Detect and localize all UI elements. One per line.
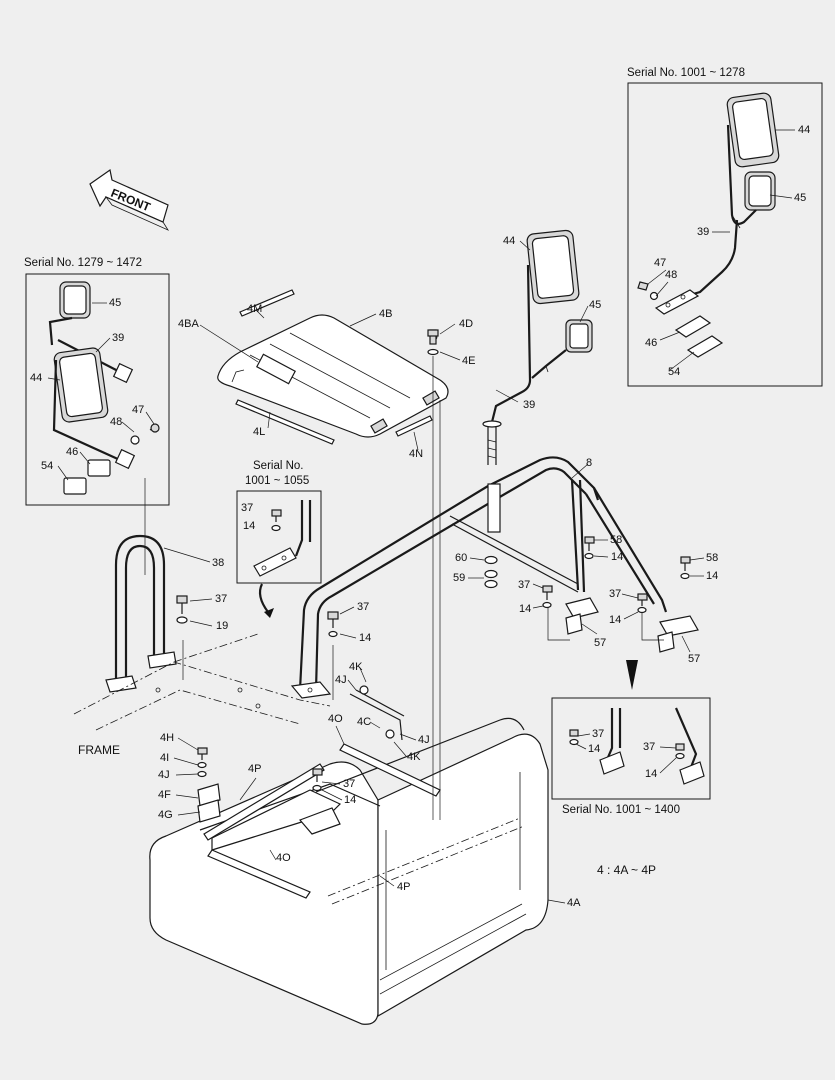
callout: 37 bbox=[643, 741, 656, 753]
callout: 14 bbox=[519, 603, 532, 615]
inset-left-serial: Serial No. 1279 ~ 1472 bbox=[24, 257, 142, 269]
callout: 14 bbox=[611, 551, 624, 563]
callout: 4J bbox=[418, 734, 430, 746]
mirror-assembly-middle bbox=[482, 229, 593, 465]
inset-box-middle bbox=[236, 490, 322, 584]
callout: 4K bbox=[407, 751, 421, 763]
callout: 14 bbox=[609, 614, 622, 626]
callout: 59 bbox=[453, 572, 466, 584]
callout: 48 bbox=[665, 269, 678, 281]
callout: 44 bbox=[503, 235, 516, 247]
inset-bottom-right-bracket bbox=[599, 707, 705, 785]
callout: 14 bbox=[359, 632, 372, 644]
callout: 47 bbox=[132, 404, 145, 416]
callout: 47 bbox=[654, 257, 667, 269]
inset-middle-serial-line2: 1001 ~ 1055 bbox=[245, 475, 310, 487]
bolt-icon-group bbox=[176, 329, 691, 792]
callout: 4N bbox=[409, 448, 424, 460]
frame-label: FRAME bbox=[78, 743, 120, 757]
callout: 37 bbox=[609, 588, 622, 600]
mirror-assembly-top-right bbox=[637, 92, 780, 358]
callout: 19 bbox=[216, 620, 229, 632]
cab-base bbox=[149, 717, 549, 1025]
assembly-note: 4 : 4A ~ 4P bbox=[597, 863, 657, 877]
roof-panel bbox=[217, 289, 449, 445]
inset-box-bottom-right bbox=[551, 697, 711, 800]
callout: 4M bbox=[247, 303, 263, 315]
callout: 4A bbox=[567, 897, 581, 909]
callout: 4J bbox=[158, 769, 170, 781]
callout: 4P bbox=[397, 881, 411, 893]
inset-box-top-right bbox=[627, 82, 823, 387]
callout-leaders bbox=[47, 129, 795, 904]
inset-middle-bracket bbox=[253, 500, 312, 618]
callout: 39 bbox=[697, 226, 710, 238]
callout: 58 bbox=[706, 552, 719, 564]
callout: 14 bbox=[645, 768, 658, 780]
mirror-assembly-left bbox=[48, 281, 160, 495]
callout: 4G bbox=[158, 809, 173, 821]
inset-box-left bbox=[25, 273, 170, 506]
callout: 8 bbox=[586, 457, 593, 469]
callout: 45 bbox=[794, 192, 807, 204]
callout: 57 bbox=[688, 653, 701, 665]
callout: 54 bbox=[41, 460, 54, 472]
callout: 44 bbox=[30, 372, 43, 384]
callout: 37 bbox=[343, 778, 356, 790]
callout: 37 bbox=[241, 502, 254, 514]
callout: 37 bbox=[357, 601, 370, 613]
bracket-4c bbox=[349, 685, 405, 741]
callout: 4H bbox=[160, 732, 175, 744]
callout: 44 bbox=[798, 124, 811, 136]
callout: 4O bbox=[328, 713, 343, 725]
callout: 37 bbox=[518, 579, 531, 591]
handrail bbox=[105, 534, 177, 693]
callout: 48 bbox=[110, 416, 123, 428]
inset-middle-serial-line1: Serial No. bbox=[253, 460, 304, 472]
callout: 45 bbox=[109, 297, 122, 309]
callout: 37 bbox=[215, 593, 228, 605]
callout: 4P bbox=[248, 763, 262, 775]
callout: 4J bbox=[335, 674, 347, 686]
callout: 39 bbox=[523, 399, 536, 411]
callout: 4E bbox=[462, 355, 476, 367]
callout: 58 bbox=[610, 534, 623, 546]
callout: 38 bbox=[212, 557, 225, 569]
guard-rail bbox=[290, 456, 699, 699]
callout: 4F bbox=[158, 789, 171, 801]
callout: 4O bbox=[276, 852, 291, 864]
callout: 4I bbox=[160, 752, 170, 764]
callout: 4K bbox=[349, 661, 363, 673]
callout: 4B bbox=[379, 308, 393, 320]
callout: 60 bbox=[455, 552, 468, 564]
callout: 54 bbox=[668, 366, 681, 378]
inset-top-right-serial: Serial No. 1001 ~ 1278 bbox=[627, 67, 745, 79]
callout: 57 bbox=[594, 637, 607, 649]
inset-bottom-right-serial: Serial No. 1001 ~ 1400 bbox=[562, 804, 680, 816]
callout: 46 bbox=[645, 337, 658, 349]
callout: 14 bbox=[706, 570, 719, 582]
front-arrow-icon bbox=[89, 168, 170, 231]
callout: 14 bbox=[588, 743, 601, 755]
callout: 39 bbox=[112, 332, 125, 344]
callout: 4D bbox=[459, 318, 474, 330]
callout: 14 bbox=[344, 794, 357, 806]
callout: 14 bbox=[243, 520, 256, 532]
callout: 46 bbox=[66, 446, 79, 458]
callout: 45 bbox=[589, 299, 602, 311]
pointer-arrow-icon bbox=[626, 660, 638, 690]
callout: 37 bbox=[592, 728, 605, 740]
frame-outline bbox=[73, 633, 331, 731]
callout: 4L bbox=[253, 426, 266, 438]
callout: 4BA bbox=[178, 318, 199, 330]
callout: 4C bbox=[357, 716, 372, 728]
